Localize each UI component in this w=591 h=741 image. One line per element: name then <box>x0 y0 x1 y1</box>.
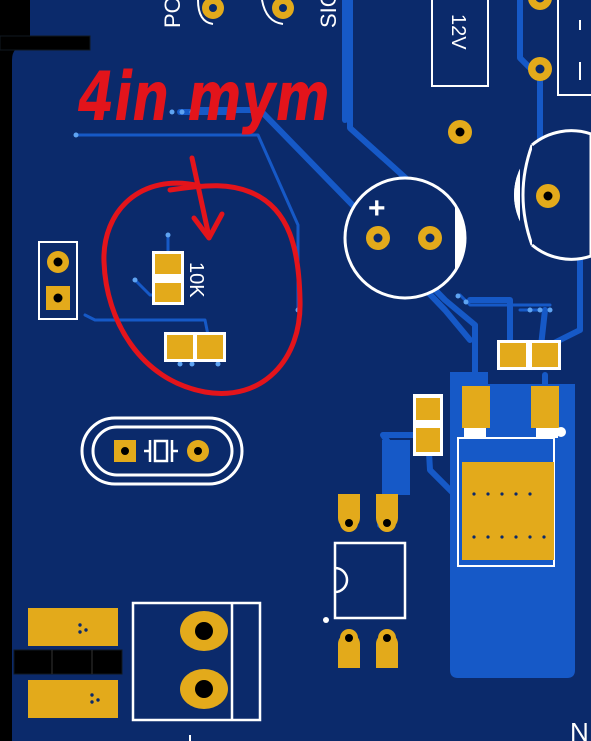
smd-cap-vertical <box>413 394 443 456</box>
bottom-right-label: N <box>570 717 589 741</box>
smd-cap-horizontal <box>497 340 561 370</box>
header-2pin-left <box>38 241 78 320</box>
resistor-10k <box>152 251 184 305</box>
power-label: 12V <box>447 14 469 50</box>
capacitor-plus: + <box>368 192 386 225</box>
vias <box>73 109 553 623</box>
resistor-small <box>164 332 226 362</box>
capacitor-right <box>514 129 591 261</box>
annotation-text: 4in mym <box>77 58 330 137</box>
arrow-icon <box>189 155 211 235</box>
screw-terminal <box>131 601 262 741</box>
crystal-oscillator <box>80 416 244 486</box>
annotation-circle <box>101 180 303 396</box>
top-header-pads <box>197 0 294 25</box>
red-annotation: 4in mym <box>77 58 330 396</box>
top-right-pads <box>448 0 591 144</box>
top-left-label: PO <box>160 0 185 28</box>
capacitor-center: + <box>343 176 467 300</box>
top-mid-label: SIG <box>316 0 341 28</box>
board-edge-markers <box>0 35 123 675</box>
resistor-value-label: 10K <box>185 262 207 298</box>
power-connector-outline <box>431 0 489 87</box>
dip4-chip <box>333 494 407 668</box>
crystal-icon <box>144 439 178 463</box>
smd-pads-large <box>28 608 118 718</box>
voltage-regulator <box>457 386 566 567</box>
